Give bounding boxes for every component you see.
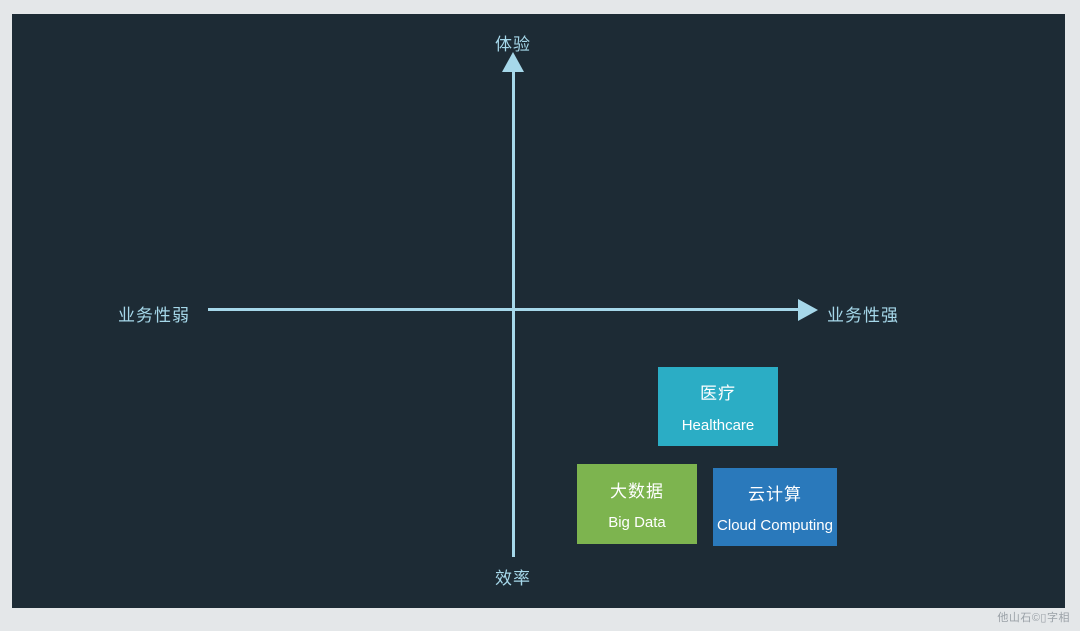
quadrant-panel: 体验 效率 业务性弱 业务性强 医疗 Healthcare 大数据 Big Da…: [12, 14, 1065, 608]
item-label-zh: 大数据: [610, 481, 664, 501]
arrow-right-icon: [798, 298, 818, 321]
horizontal-axis-line: [208, 308, 800, 311]
item-label-en: Healthcare: [681, 416, 755, 434]
item-label-en: Cloud Computing: [717, 517, 833, 534]
arrow-up-icon: [502, 52, 524, 72]
item-box-big-data: 大数据 Big Data: [577, 464, 697, 544]
item-box-healthcare: 医疗 Healthcare: [658, 367, 778, 446]
item-box-cloud-computing: 云计算 Cloud Computing: [713, 468, 837, 546]
item-label-zh: 云计算: [748, 485, 802, 504]
axis-label-bottom: 效率: [495, 569, 531, 588]
item-label-en: Big Data: [608, 514, 666, 532]
axis-label-top: 体验: [495, 35, 531, 54]
axis-label-left: 业务性弱: [118, 306, 190, 325]
item-label-zh: 医疗: [700, 384, 736, 404]
vertical-axis-line: [512, 70, 515, 557]
watermark: 他山石©▯字相: [997, 612, 1070, 624]
axis-label-right: 业务性强: [827, 306, 899, 325]
